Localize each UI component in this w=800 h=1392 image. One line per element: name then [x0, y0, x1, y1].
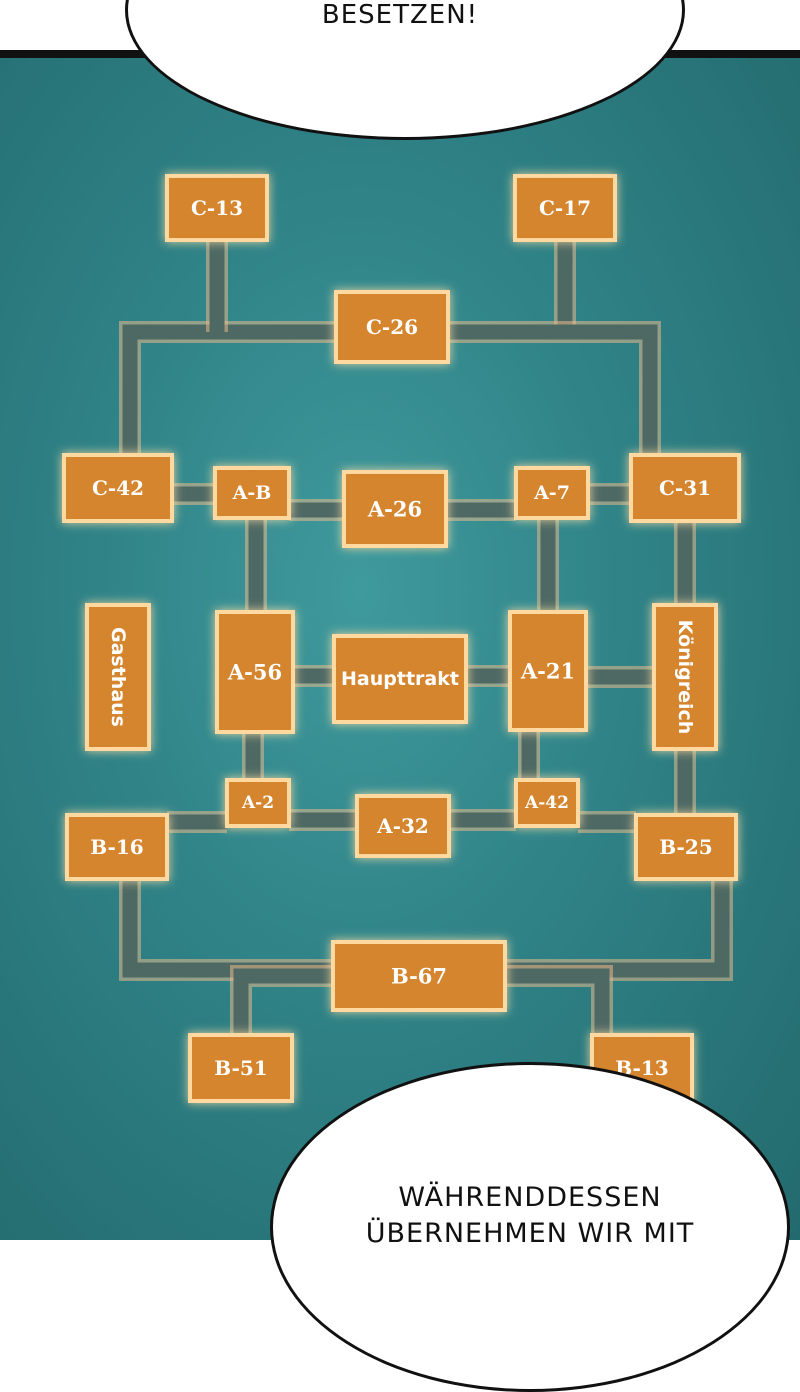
corridor-c-42-c-26	[119, 321, 336, 455]
room-label: A-32	[376, 814, 429, 838]
room-box	[165, 174, 269, 242]
room-box	[188, 1033, 294, 1103]
corridor-b-25-b-67	[505, 879, 733, 981]
room-label: A-7	[533, 482, 570, 504]
room-a-7: A-7	[514, 466, 590, 520]
room-box	[513, 174, 617, 242]
corridor-stroke	[122, 879, 333, 978]
room-label: A-2	[241, 793, 274, 813]
room-gasthaus: Gasthaus	[85, 603, 151, 751]
corridor-edge-stroke	[119, 321, 336, 455]
room-a-2: A-2	[225, 778, 291, 828]
room-box	[514, 778, 580, 828]
corridor-stroke	[505, 879, 730, 978]
corridor-b-67-b-13	[505, 965, 613, 1035]
corridor-c-31-c-26	[448, 321, 661, 455]
room-label: A-42	[524, 793, 569, 813]
room-label: C-31	[659, 476, 711, 500]
corridor-layer	[118, 240, 733, 1035]
room-box	[65, 813, 169, 881]
room-box	[331, 940, 507, 1012]
corridor-edge-stroke	[505, 965, 613, 1035]
room-box	[215, 610, 295, 734]
room-b-25: B-25	[634, 813, 738, 881]
corridor-stroke	[448, 324, 658, 455]
room-box	[342, 470, 448, 548]
room-box	[213, 466, 291, 520]
room-c-31: C-31	[629, 453, 741, 523]
room-label: A-B	[232, 482, 272, 504]
speech-bubble-top-text: BESETZEN!	[321, 0, 479, 30]
corridor-edge-stroke	[448, 321, 661, 455]
room-a-32: A-32	[355, 794, 451, 858]
room-a-56: A-56	[215, 610, 295, 734]
room-label: A-21	[520, 659, 575, 684]
room-a-b: A-B	[213, 466, 291, 520]
room-box	[629, 453, 741, 523]
room-b-51: B-51	[188, 1033, 294, 1103]
room-b-67: B-67	[331, 940, 507, 1012]
room-box	[508, 610, 588, 732]
room-box	[634, 813, 738, 881]
room-label: C-42	[92, 476, 144, 500]
room-koenigreich: Königreich	[652, 603, 718, 751]
corridor-stroke	[122, 324, 336, 455]
speech-line-1: WÄHRENDDESSEN	[398, 1182, 662, 1213]
room-label: Königreich	[674, 620, 696, 735]
room-label: A-26	[367, 497, 422, 522]
corridor-b-67-b-51	[230, 965, 333, 1035]
room-box	[332, 634, 468, 724]
room-box	[62, 453, 174, 523]
corridor-b-16-b-67	[119, 879, 333, 981]
room-box	[355, 794, 451, 858]
room-c-17: C-17	[513, 174, 617, 242]
room-c-26: C-26	[334, 290, 450, 364]
room-box	[225, 778, 291, 828]
room-label: Haupttrakt	[341, 668, 459, 690]
speech-bubble-bottom-text: WÄHRENDDESSEN ÜBERNEHMEN WIR MIT	[300, 1180, 760, 1252]
speech-line-2: ÜBERNEHMEN WIR MIT	[365, 1218, 695, 1249]
room-box	[652, 603, 718, 751]
room-label: C-13	[191, 196, 243, 220]
corridor-edge-stroke	[230, 965, 333, 1035]
room-label: C-26	[366, 315, 418, 339]
room-a-21: A-21	[508, 610, 588, 732]
room-label: Gasthaus	[107, 627, 129, 727]
room-a-42: A-42	[514, 778, 580, 828]
room-label: B-51	[214, 1056, 267, 1080]
room-a-26: A-26	[342, 470, 448, 548]
room-c-42: C-42	[62, 453, 174, 523]
room-box	[514, 466, 590, 520]
room-label: B-25	[659, 835, 712, 859]
corridor-edge-stroke	[505, 879, 733, 981]
room-label: B-67	[391, 964, 447, 989]
corridor-stroke	[505, 968, 610, 1035]
corridor-edge-stroke	[119, 879, 333, 981]
room-haupttrakt: Haupttrakt	[332, 634, 468, 724]
room-box	[334, 290, 450, 364]
room-label: B-16	[90, 835, 143, 859]
room-box	[85, 603, 151, 751]
room-label: A-56	[227, 660, 282, 685]
corridor-stroke	[233, 968, 333, 1035]
room-b-16: B-16	[65, 813, 169, 881]
room-label: C-17	[539, 196, 591, 220]
room-c-13: C-13	[165, 174, 269, 242]
